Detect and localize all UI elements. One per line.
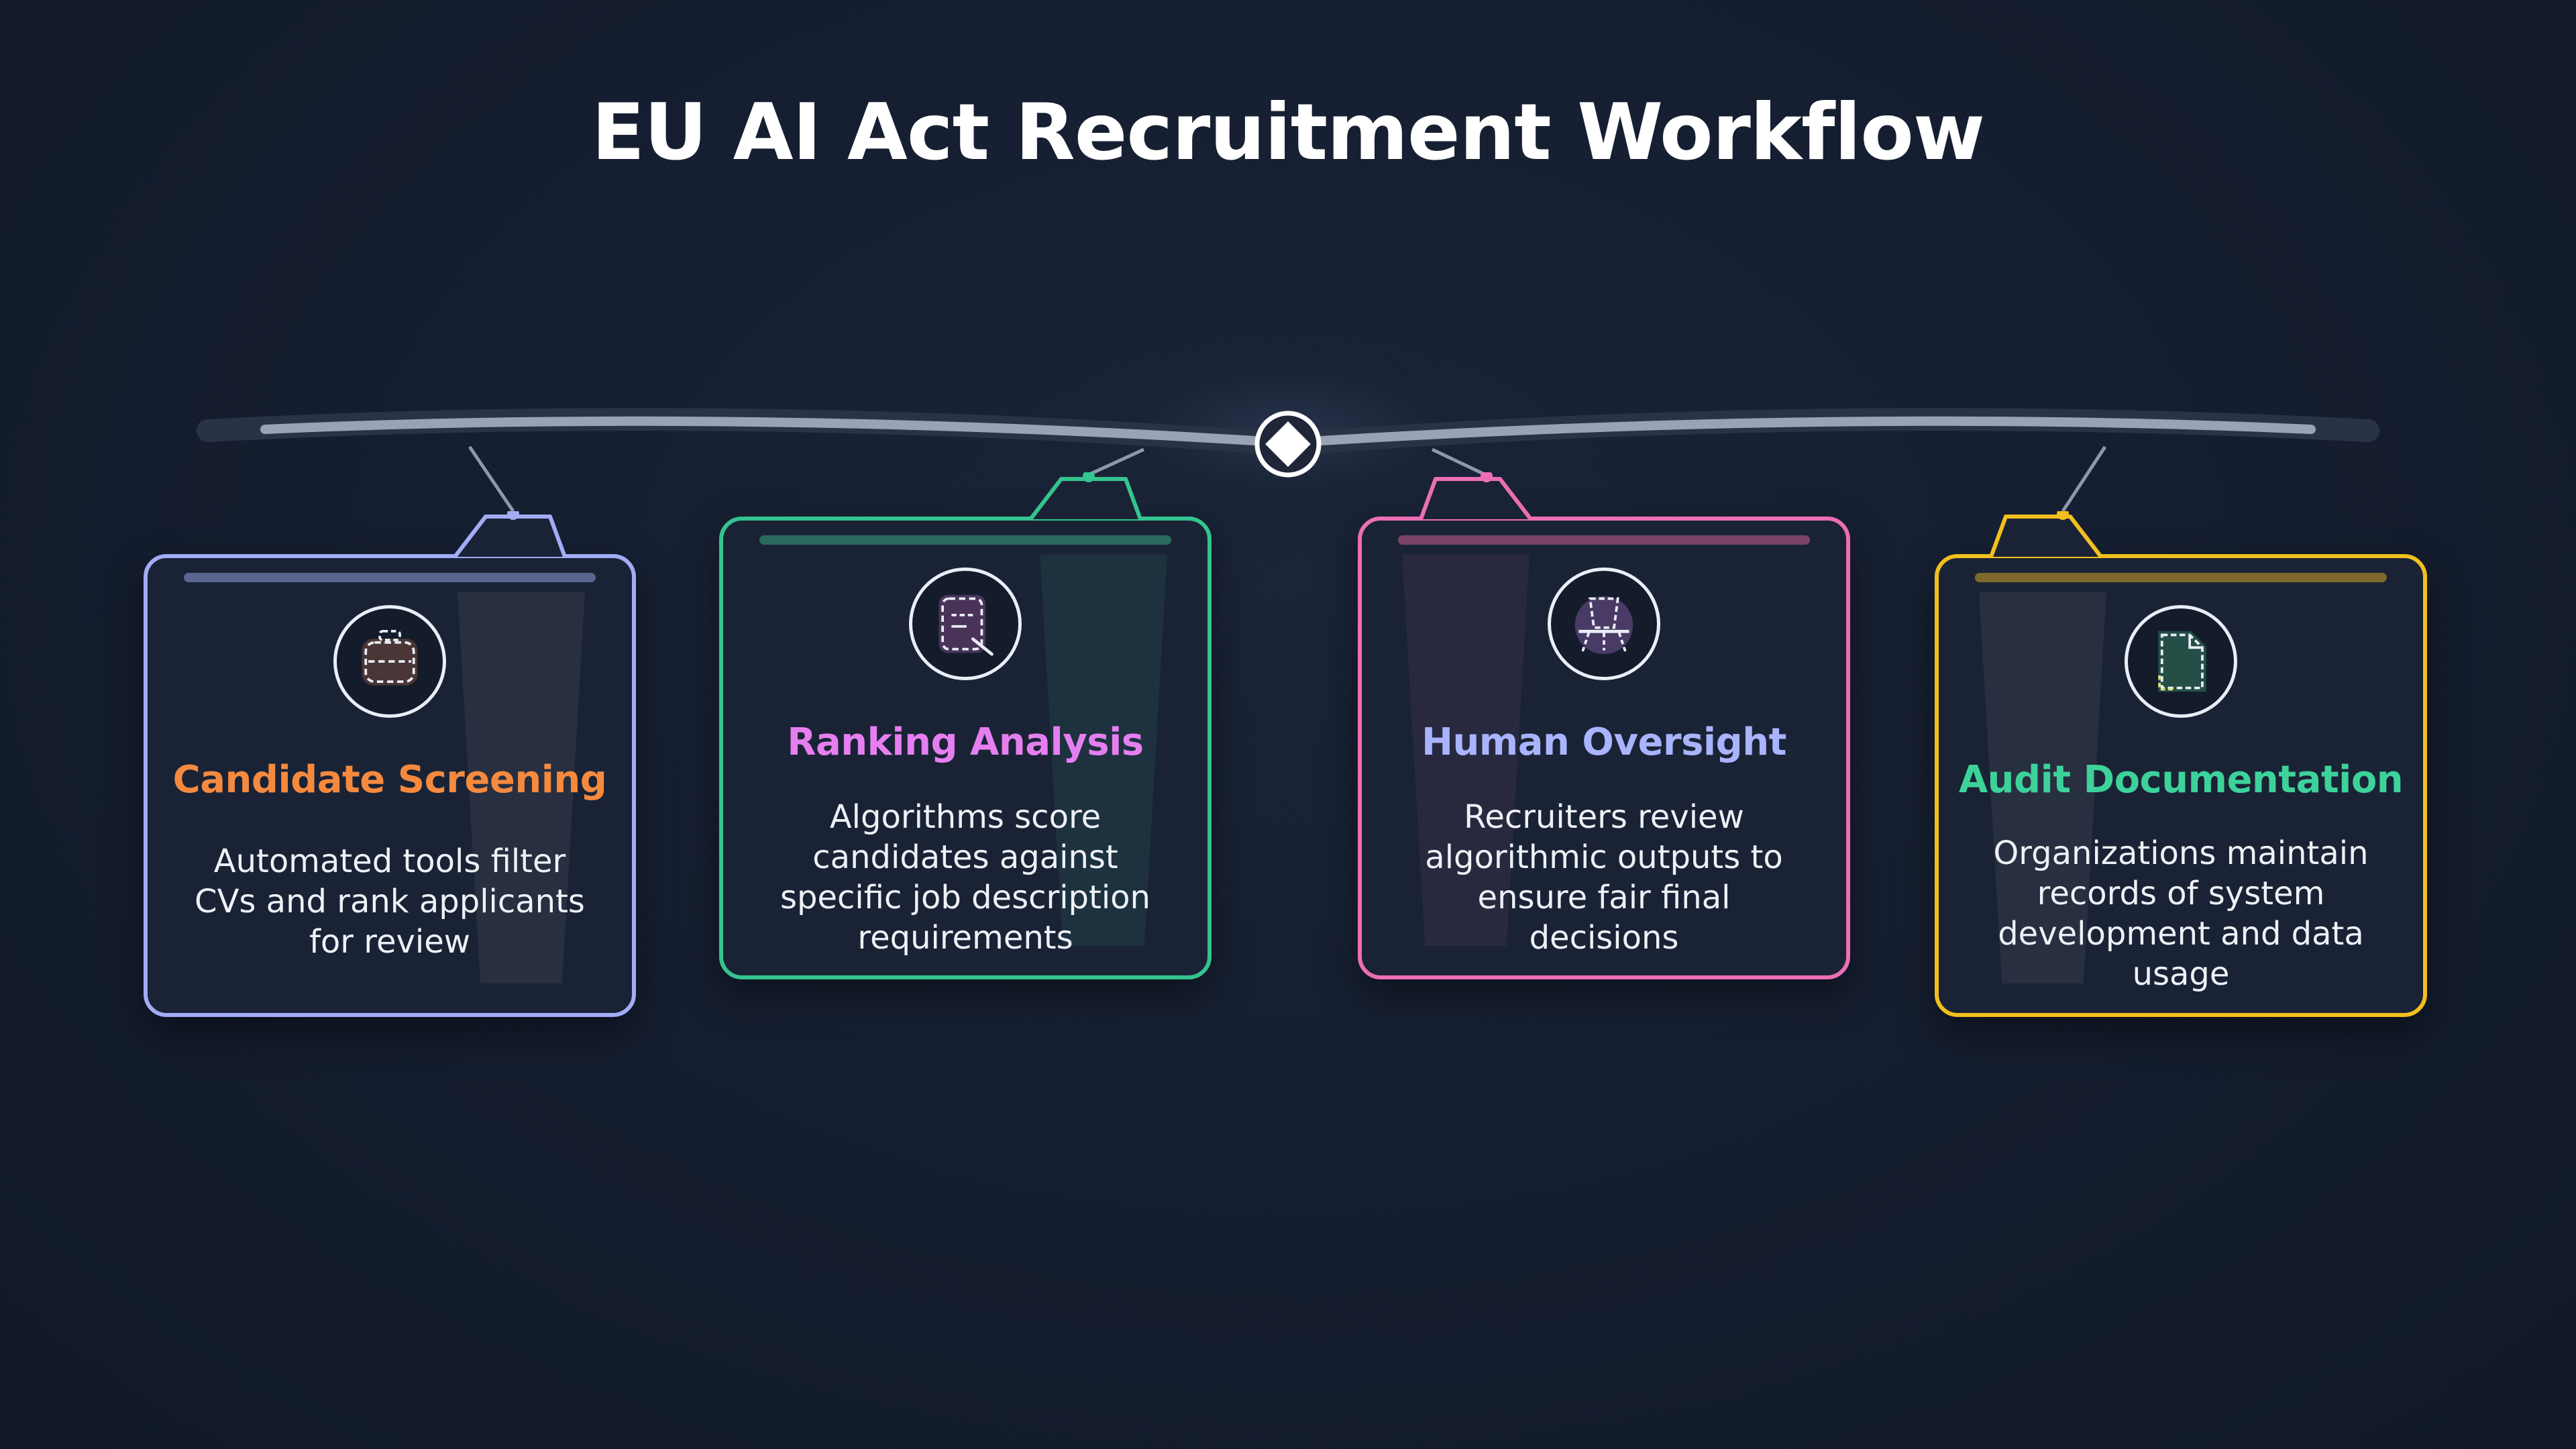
card-light-beam: [1040, 554, 1167, 946]
step-description: Recruiters review algorithmic outputs to…: [1425, 798, 1783, 957]
step-card-candidate-screening: Candidate Screening Automated tools filt…: [144, 554, 636, 1017]
card-tab-1: [453, 511, 567, 558]
card-top-bar: [1398, 535, 1810, 545]
page-title: EU AI Act Recruitment Workflow: [591, 87, 1985, 178]
file-icon: [2125, 605, 2237, 718]
step-description: Algorithms score candidates against spec…: [780, 798, 1150, 957]
briefcase-icon: [333, 605, 446, 718]
connector-line-2: [1087, 447, 1145, 477]
step-heading: Audit Documentation: [1958, 758, 2404, 802]
card-tab-3: [1419, 472, 1533, 521]
card-light-beam: [1402, 554, 1529, 946]
card-tab-4: [1989, 511, 2103, 558]
connector-line-1: [468, 445, 515, 513]
step-heading: Candidate Screening: [172, 758, 607, 802]
card-light-beam: [1979, 592, 2106, 983]
step-description: Automated tools filter CVs and rank appl…: [195, 843, 585, 961]
card-top-bar: [184, 573, 596, 582]
step-card-ranking-analysis: Ranking Analysis Algorithms score candid…: [719, 517, 1212, 979]
step-description: Organizations maintain records of system…: [1993, 835, 2369, 993]
card-light-beam: [458, 592, 585, 983]
chair-icon: [1548, 568, 1660, 680]
card-top-bar: [759, 535, 1171, 545]
connector-line-3: [1431, 447, 1487, 477]
step-heading: Ranking Analysis: [787, 720, 1144, 764]
document-edit-icon: [909, 568, 1022, 680]
card-top-bar: [1975, 573, 2387, 582]
card-tab-2: [1028, 472, 1142, 521]
step-card-human-oversight: Human Oversight Recruiters review algori…: [1358, 517, 1850, 979]
hub-diamond-icon: [1254, 411, 1322, 478]
step-heading: Human Oversight: [1421, 720, 1786, 764]
step-card-audit-documentation: Audit Documentation Organizations mainta…: [1935, 554, 2427, 1017]
connector-line-4: [2061, 445, 2107, 513]
